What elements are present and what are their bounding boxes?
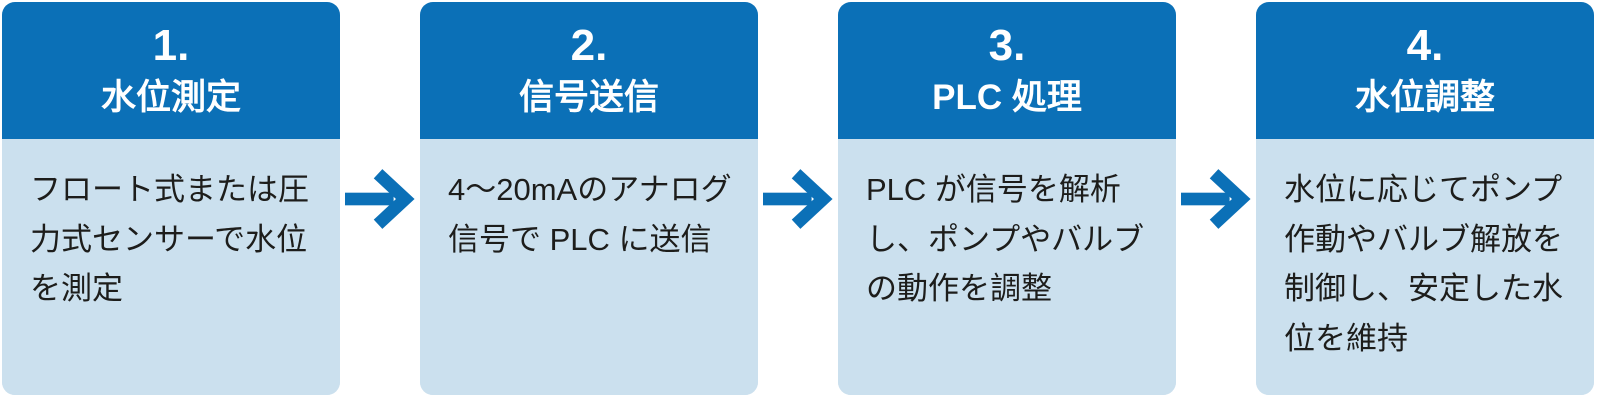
step-3-number: 3. <box>988 21 1026 71</box>
right-arrow-icon <box>763 168 833 229</box>
step-4-description: 水位に応じてポンプ作動やバルブ解放を制御し、安定した水位を維持 <box>1256 139 1594 395</box>
step-4-header: 4. 水位調整 <box>1256 2 1594 139</box>
step-2-description: 4～20mAのアナログ信号で PLC に送信 <box>420 139 758 395</box>
arrow-cell-1 <box>340 2 420 395</box>
step-2-header: 2. 信号送信 <box>420 2 758 139</box>
step-4-title: 水位調整 <box>1354 77 1495 117</box>
step-2-number: 2. <box>570 21 608 71</box>
right-arrow-icon <box>1181 168 1251 229</box>
step-card-2: 2. 信号送信 4～20mAのアナログ信号で PLC に送信 <box>420 2 758 395</box>
step-card-1: 1. 水位測定 フロート式または圧力式センサーで水位を測定 <box>2 2 340 395</box>
arrow-cell-2 <box>758 2 838 395</box>
right-arrow-icon <box>345 168 415 229</box>
step-3-header: 3. PLC 処理 <box>838 2 1176 139</box>
step-card-4: 4. 水位調整 水位に応じてポンプ作動やバルブ解放を制御し、安定した水位を維持 <box>1256 2 1594 395</box>
step-1-header: 1. 水位測定 <box>2 2 340 139</box>
step-3-title: PLC 処理 <box>932 77 1082 117</box>
step-3-description: PLC が信号を解析し、ポンプやバルブの動作を調整 <box>838 139 1176 395</box>
step-1-title: 水位測定 <box>100 77 241 117</box>
arrow-cell-3 <box>1176 2 1256 395</box>
step-card-3: 3. PLC 処理 PLC が信号を解析し、ポンプやバルブの動作を調整 <box>838 2 1176 395</box>
step-2-title: 信号送信 <box>518 77 659 117</box>
step-4-number: 4. <box>1406 21 1444 71</box>
step-1-number: 1. <box>152 21 190 71</box>
step-1-description: フロート式または圧力式センサーで水位を測定 <box>2 139 340 395</box>
